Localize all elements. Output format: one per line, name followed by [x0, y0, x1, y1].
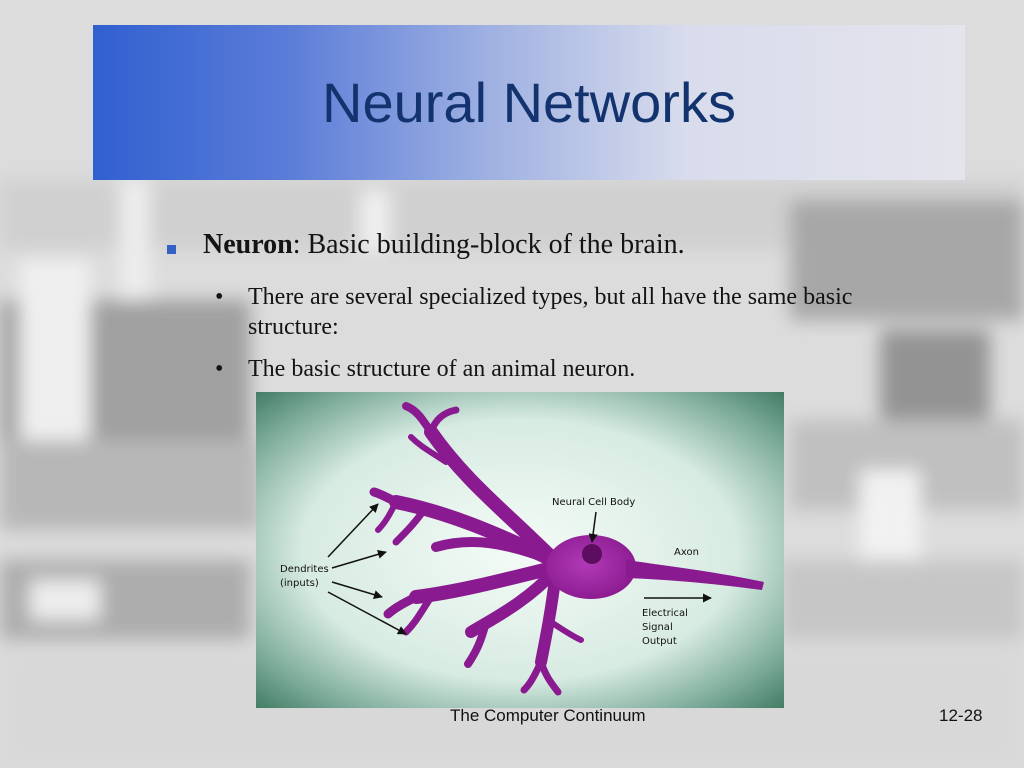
label-signal-3: Output: [642, 636, 677, 647]
label-signal-2: Signal: [642, 622, 673, 633]
square-bullet-icon: [167, 245, 176, 254]
sub-bullet-dot: •: [215, 284, 224, 310]
dendrite-arrow: [331, 581, 383, 599]
label-axon: Axon: [674, 547, 699, 558]
sub-bullet-text: The basic structure of an animal neuron.: [248, 356, 636, 382]
main-bullet-text: Neuron: Basic building-block of the brai…: [203, 228, 685, 262]
sub-bullet-dot: •: [215, 356, 224, 382]
sub-bullet-text: There are several specialized types, but…: [248, 284, 853, 340]
label-signal-1: Electrical: [642, 608, 688, 619]
dendrite-arrow: [327, 591, 407, 635]
title-bar: [93, 25, 965, 180]
neuron-diagram: Neural Cell Body Axon Dendrites (inputs)…: [256, 392, 784, 708]
sub-bullet: • There are several specialized types, b…: [215, 282, 928, 342]
dendrites: [369, 402, 584, 696]
dendrite-arrow: [331, 549, 387, 569]
label-dendrites: Dendrites: [280, 564, 329, 575]
axon: [626, 560, 764, 590]
cell-body: [546, 535, 636, 599]
slide-title: Neural Networks: [322, 71, 736, 134]
bullet-definition: : Basic building-block of the brain.: [292, 229, 685, 260]
main-bullet: Neuron: Basic building-block of the brai…: [167, 228, 685, 262]
footer-title: The Computer Continuum: [450, 706, 646, 725]
cell-body-arrow: [588, 511, 598, 543]
nucleus: [582, 544, 602, 564]
dendrite-arrow: [327, 503, 379, 558]
page-number: 12-28: [939, 706, 983, 725]
label-inputs: (inputs): [280, 578, 319, 589]
label-cell-body: Neural Cell Body: [552, 497, 635, 508]
sub-bullet: • The basic structure of an animal neuro…: [215, 354, 928, 384]
bullet-term: Neuron: [203, 229, 293, 260]
